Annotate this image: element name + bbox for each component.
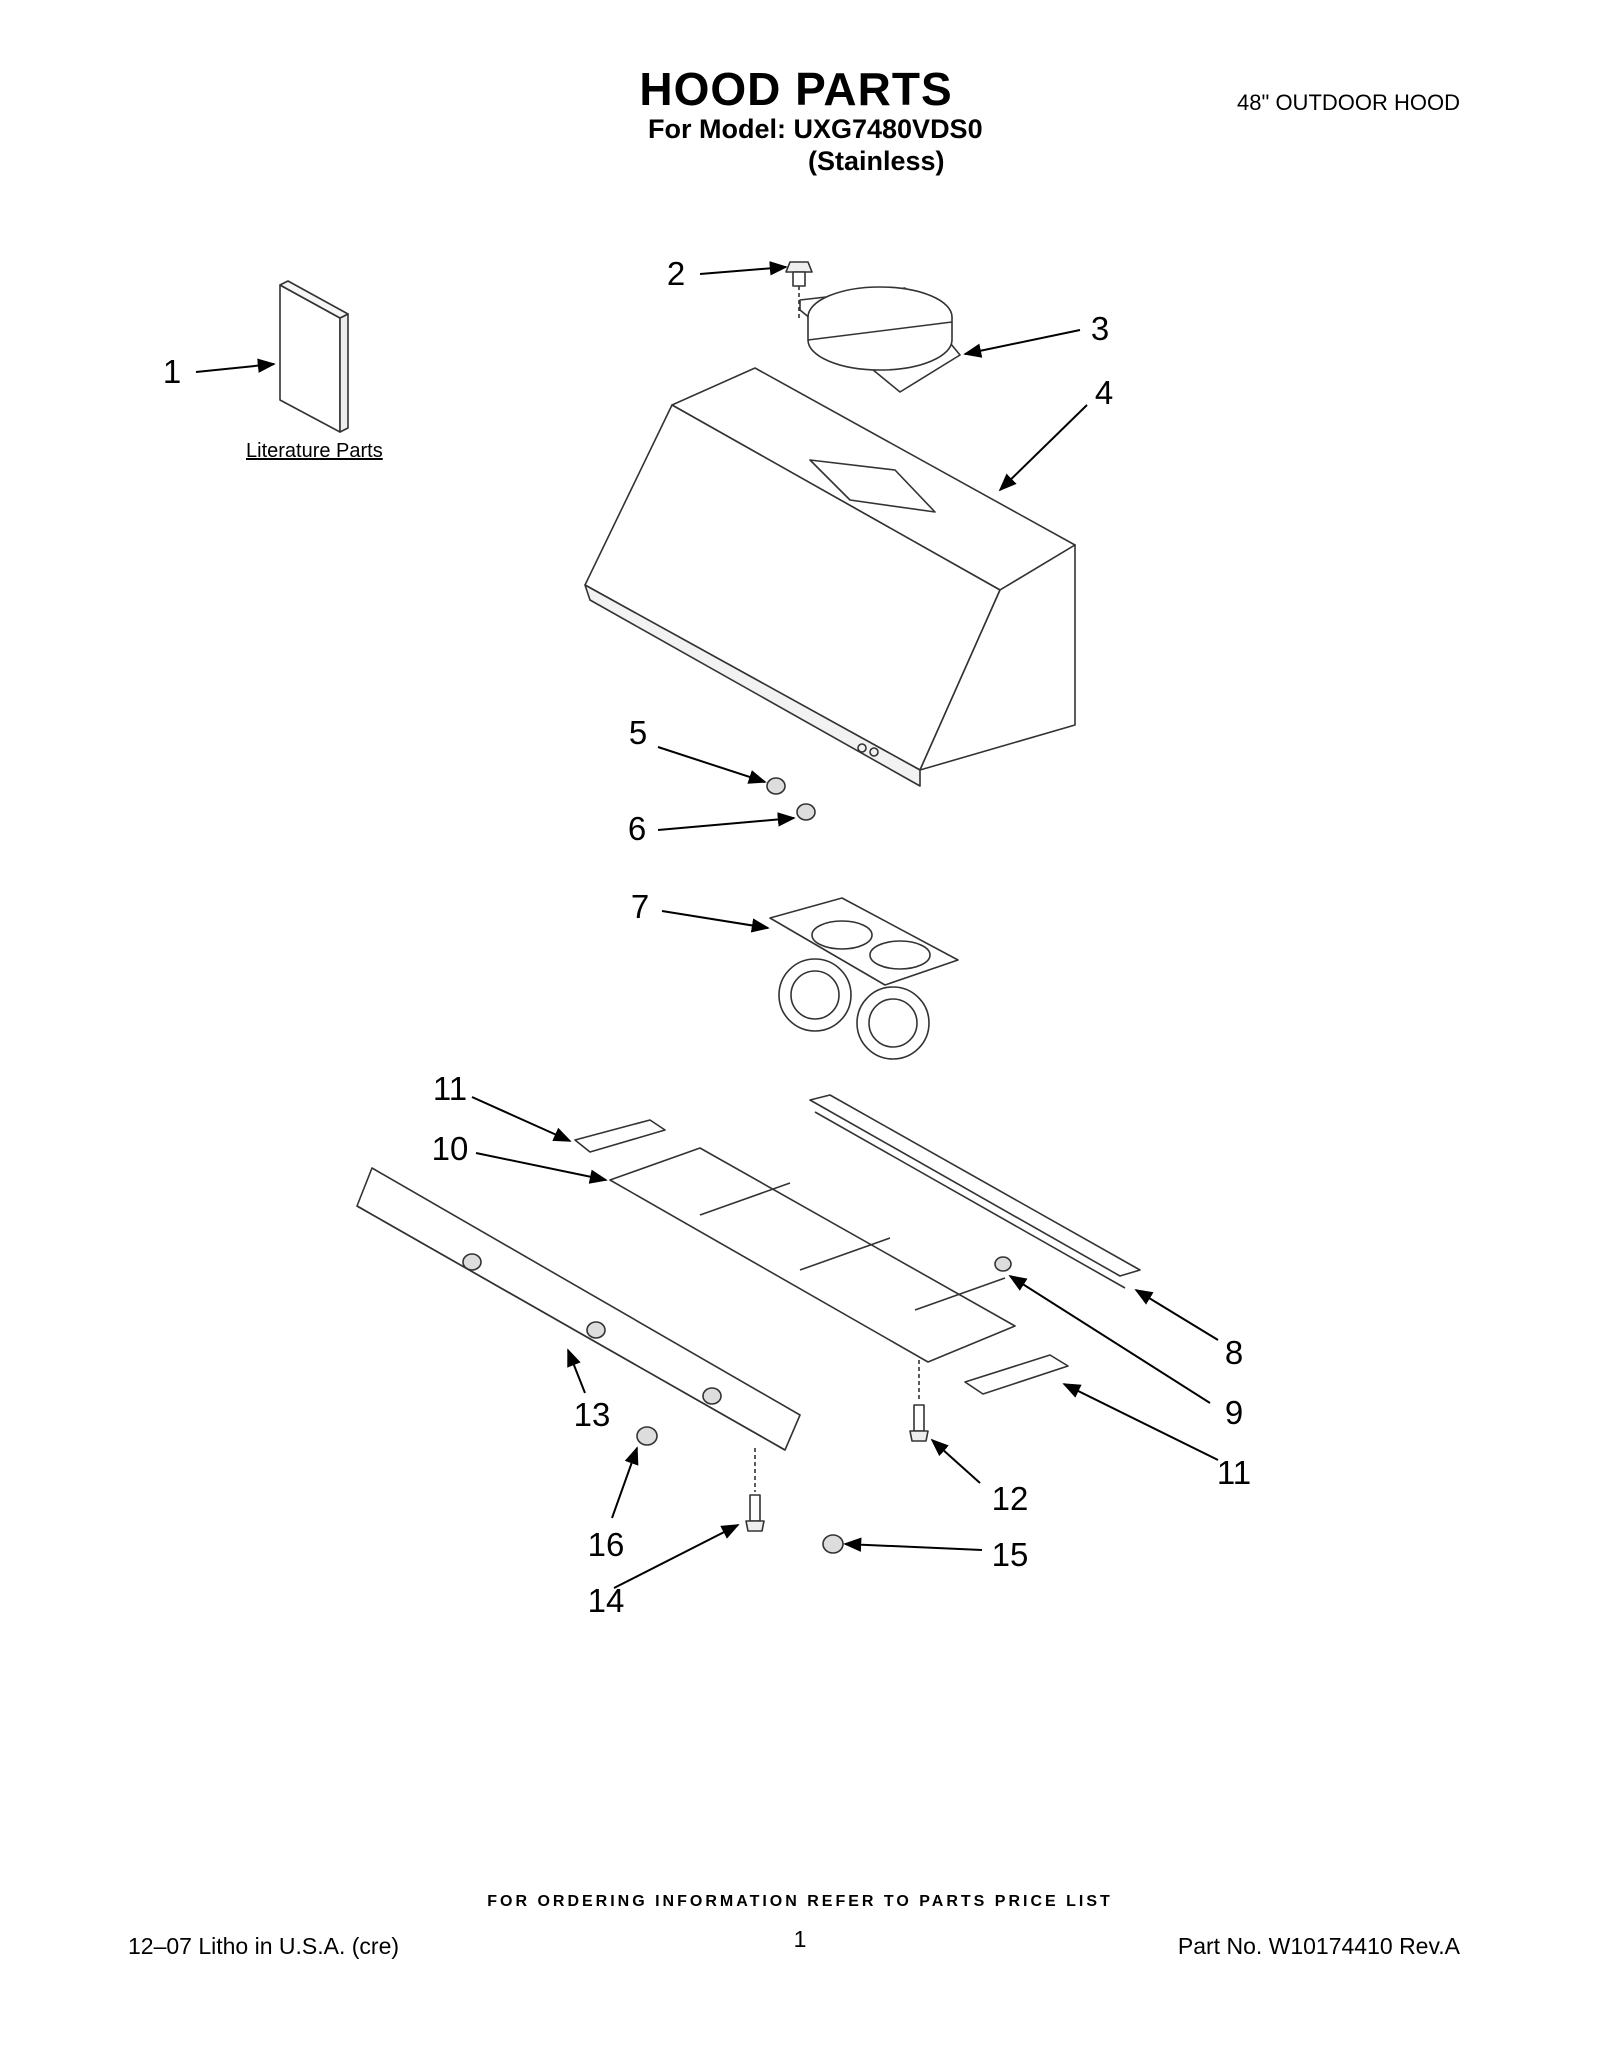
literature-booklet <box>279 280 349 433</box>
front-rail-part-13 <box>356 1167 801 1451</box>
leader-9 <box>1008 1275 1211 1404</box>
blower-assembly-part-7 <box>769 897 959 1060</box>
filter-bracket-part-11-bottom <box>964 1354 1069 1395</box>
callout-7: 7 <box>631 888 649 925</box>
litho-info: 12–07 Litho in U.S.A. (cre) <box>128 1933 400 1959</box>
leader-1 <box>195 358 276 373</box>
leader-4 <box>998 404 1088 492</box>
leader-15 <box>843 1537 983 1552</box>
screw-part-14 <box>745 1448 765 1532</box>
screw-part-12 <box>909 1360 929 1442</box>
knob-part-6 <box>796 803 816 821</box>
callout-3: 3 <box>1091 310 1109 347</box>
callout-14: 14 <box>588 1582 625 1619</box>
leader-6 <box>657 812 796 831</box>
callout-13: 13 <box>574 1396 611 1433</box>
screw-part-2 <box>785 261 813 318</box>
callout-11-bottom: 11 <box>1217 1454 1251 1491</box>
hood-body-part-4 <box>584 367 1076 787</box>
grease-filters-part-10 <box>609 1147 1016 1363</box>
callout-9: 9 <box>1225 1394 1243 1431</box>
ordering-note: FOR ORDERING INFORMATION REFER TO PARTS … <box>487 1893 1113 1910</box>
callout-10: 10 <box>432 1130 469 1167</box>
leader-8 <box>1134 1289 1219 1341</box>
callout-6: 6 <box>628 810 646 847</box>
rear-rail-part-8 <box>809 1094 1141 1289</box>
cap-part-15 <box>822 1534 844 1554</box>
filter-bracket-part-11-top <box>574 1119 666 1153</box>
nut-part-9 <box>994 1256 1012 1272</box>
page-title: HOOD PARTS <box>639 63 953 115</box>
knob-part-5 <box>766 777 786 795</box>
page-number: 1 <box>793 1926 807 1952</box>
model-finish: (Stainless) <box>808 146 945 176</box>
callout-11-top: 11 <box>433 1070 467 1107</box>
leader-12 <box>930 1438 981 1484</box>
leader-14 <box>613 1524 740 1589</box>
callout-1: 1 <box>163 353 181 390</box>
cap-part-16 <box>636 1426 658 1446</box>
part-number: Part No. W10174410 Rev.A <box>1177 1933 1460 1959</box>
callout-12: 12 <box>992 1480 1029 1517</box>
callout-16: 16 <box>588 1526 625 1563</box>
leader-13 <box>567 1348 586 1394</box>
callout-15: 15 <box>992 1536 1029 1573</box>
model-number: For Model: UXG7480VDS0 <box>648 114 983 144</box>
callout-5: 5 <box>629 714 647 751</box>
leader-7 <box>661 910 770 933</box>
leader-3 <box>963 329 1081 358</box>
callout-2: 2 <box>667 255 685 292</box>
literature-parts-label: Literature Parts <box>246 440 383 462</box>
leader-11-bottom <box>1062 1383 1219 1461</box>
leader-11-top <box>471 1096 572 1142</box>
duct-collar-part-3 <box>799 286 961 393</box>
leader-2 <box>699 261 788 276</box>
callout-4: 4 <box>1095 374 1113 411</box>
leader-16 <box>611 1446 639 1519</box>
leader-5 <box>657 746 767 784</box>
leader-10 <box>475 1152 608 1184</box>
product-name: 48" OUTDOOR HOOD <box>1237 90 1460 115</box>
callout-8: 8 <box>1225 1334 1243 1371</box>
